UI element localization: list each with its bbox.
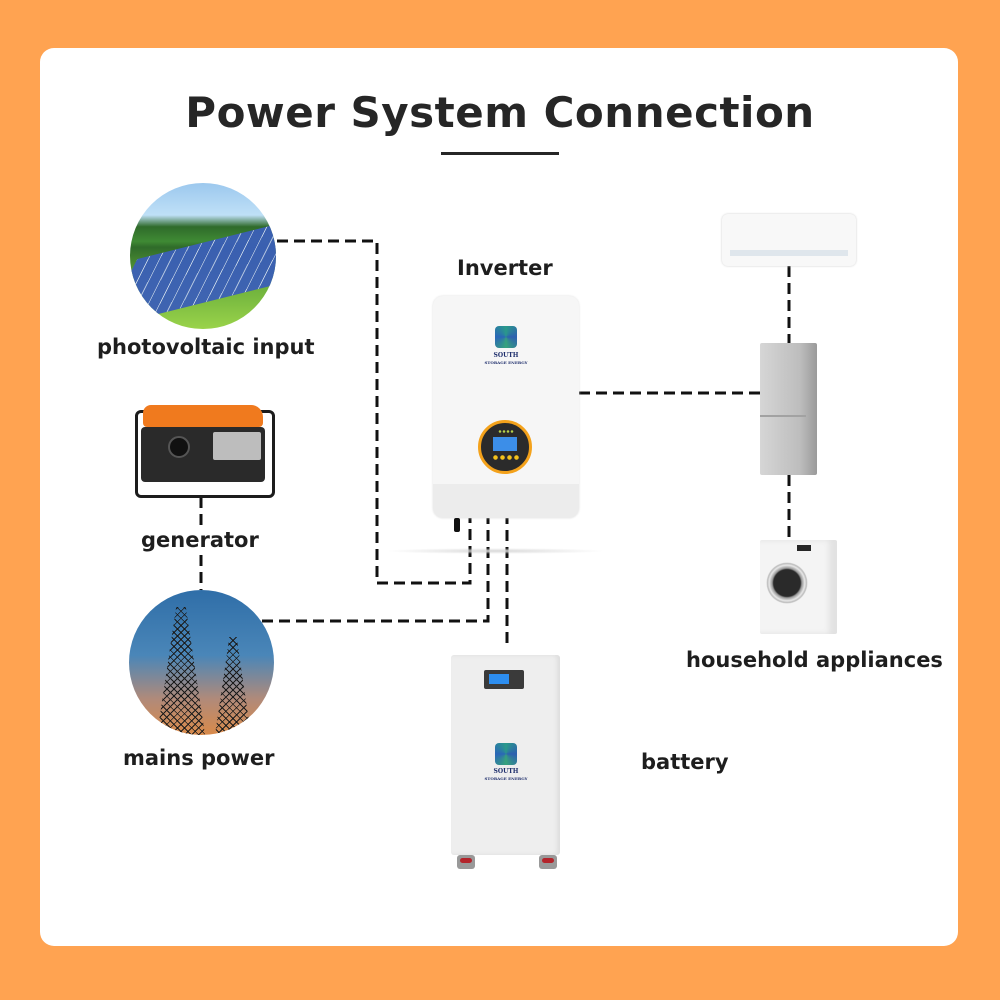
inverter-label: Inverter (457, 256, 553, 280)
brand-logo-icon (495, 326, 517, 348)
page-title: Power System Connection (185, 88, 815, 137)
battery-wheel-left (457, 855, 475, 869)
inverter-cable (454, 518, 460, 532)
solar-panel-image (130, 183, 276, 329)
battery-display (484, 670, 524, 689)
household-appliances-label: household appliances (686, 648, 943, 672)
brand-logo-icon (495, 743, 517, 765)
refrigerator-image (760, 343, 817, 475)
wire-pv-to-inverter (277, 239, 472, 585)
generator-image (133, 402, 275, 498)
mains-power-label: mains power (123, 746, 275, 770)
battery-label: battery (641, 750, 729, 774)
generator-label: generator (141, 528, 259, 552)
floor-shadow (385, 548, 605, 554)
washing-machine-image (760, 540, 837, 634)
mains-power-image (129, 590, 274, 735)
wire-mains-to-inverter (262, 518, 490, 623)
battery-wheel-right (539, 855, 557, 869)
title-underline (441, 152, 559, 155)
air-conditioner-image (722, 214, 856, 266)
photovoltaic-label: photovoltaic input (97, 335, 315, 359)
inverter-display-panel (478, 420, 532, 474)
